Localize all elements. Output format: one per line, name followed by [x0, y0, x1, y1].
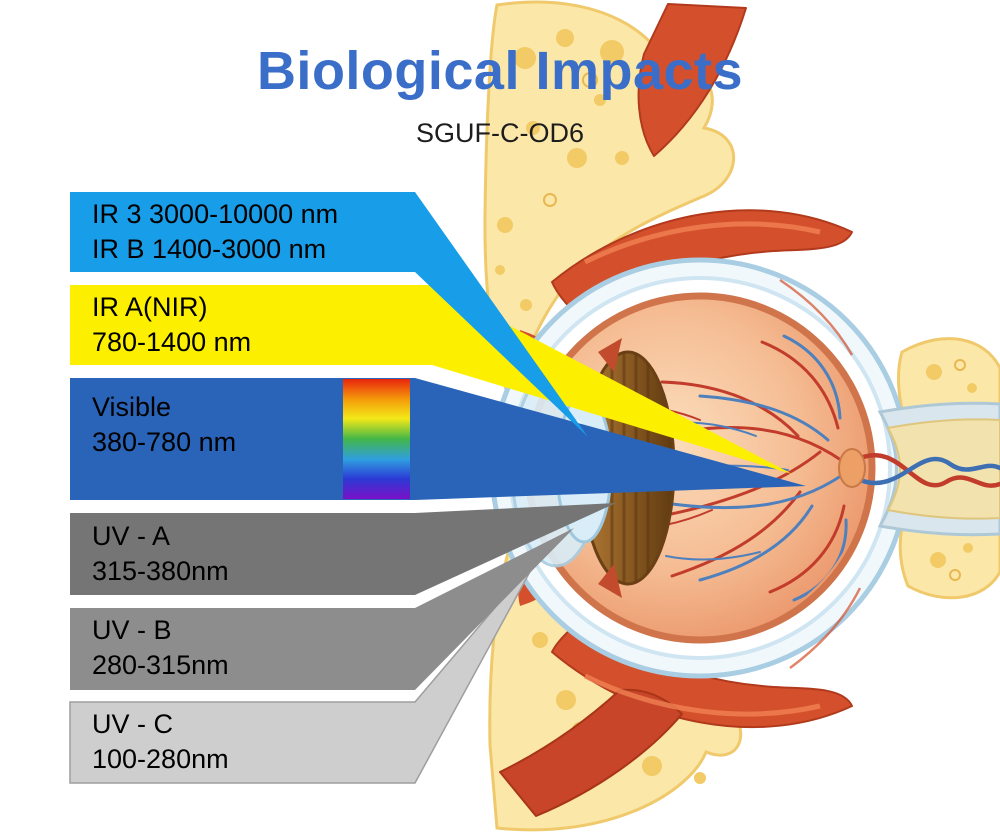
- ciliary-body-bottom: [598, 564, 622, 598]
- band-label-line2: 780-1400 nm: [92, 327, 252, 357]
- band-label-line1: IR 3 3000-10000 nm: [92, 199, 339, 229]
- band-label-uv-b: UV - B 280-315nm: [92, 613, 229, 683]
- band-arrow-uv-a: [70, 503, 616, 595]
- band-label-line1: UV - B: [92, 615, 172, 645]
- band-label-line2: 100-280nm: [92, 744, 229, 774]
- band-label-line2: 315-380nm: [92, 556, 229, 586]
- band-label-line2: IR B 1400-3000 nm: [92, 234, 327, 264]
- optic-disc: [838, 448, 866, 488]
- band-label-line2: 280-315nm: [92, 650, 229, 680]
- page-title: Biological Impacts: [256, 41, 744, 101]
- band-label-ir3-irb: IR 3 3000-10000 nm IR B 1400-3000 nm: [92, 197, 338, 267]
- band-label-line2: 380-780 nm: [92, 427, 237, 457]
- band-label-ir-a: IR A(NIR) 780-1400 nm: [92, 290, 251, 360]
- band-label-line1: UV - A: [92, 521, 171, 551]
- band-arrow-uv-c: [69, 556, 539, 784]
- band-arrow-uv-b: [70, 528, 574, 690]
- band-label-line1: UV - C: [92, 709, 173, 739]
- visible-spectrum-swatch: [343, 379, 410, 499]
- optic-nerve: [838, 401, 1000, 537]
- band-arrow-ir3-irb: [70, 192, 588, 437]
- ciliary-body-top: [598, 338, 622, 372]
- fat-spots: [495, 29, 977, 784]
- page-subtitle: SGUF-C-OD6: [416, 118, 584, 148]
- band-label-line1: IR A(NIR): [92, 292, 208, 322]
- band-arrow-visible: [70, 378, 806, 500]
- band-arrow-ir-a: [70, 285, 792, 474]
- band-label-uv-c: UV - C 100-280nm: [92, 707, 229, 777]
- band-label-visible: Visible 380-780 nm: [92, 390, 236, 460]
- band-label-uv-a: UV - A 315-380nm: [92, 519, 229, 589]
- band-label-line1: Visible: [92, 392, 172, 422]
- retinal-vessels: [609, 334, 854, 602]
